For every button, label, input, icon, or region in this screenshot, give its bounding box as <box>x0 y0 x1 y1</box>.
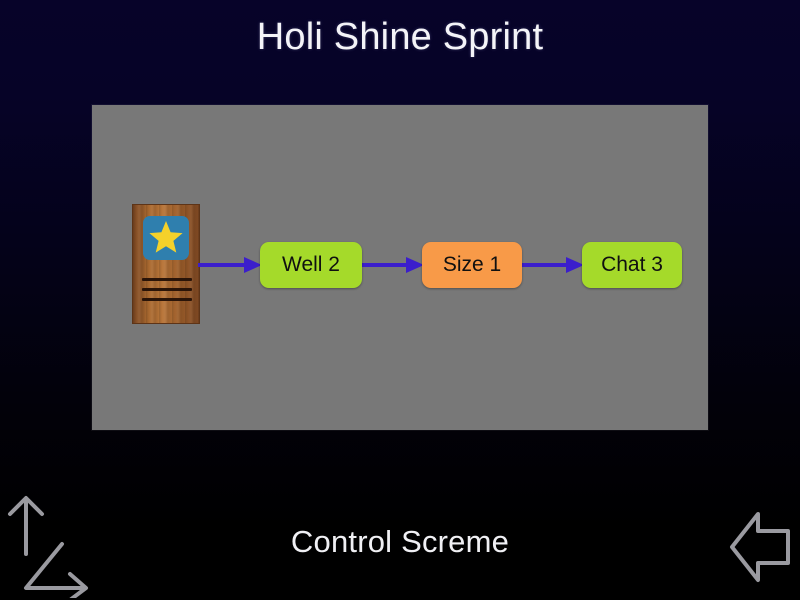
plaque-engraving-line <box>142 288 192 291</box>
plaque-engraving-line <box>142 298 192 301</box>
connector-shaft <box>360 263 406 267</box>
arrow-head-icon <box>244 257 262 273</box>
up-arrow-icon[interactable] <box>2 492 50 558</box>
back-arrow-icon[interactable] <box>728 508 794 586</box>
flow-connector-arrow <box>360 257 424 273</box>
plaque-engraving-line <box>142 278 192 281</box>
arrow-head-icon <box>406 257 424 273</box>
connector-shaft <box>520 263 566 267</box>
flow-node-well-2[interactable]: Well 2 <box>260 242 362 288</box>
footer-caption: Control Screme <box>290 524 510 559</box>
diagram-canvas[interactable]: Well 2 Size 1 Chat 3 <box>92 105 708 430</box>
arrow-head-icon <box>566 257 584 273</box>
star-icon <box>149 221 183 253</box>
diagonal-right-arrow-icon[interactable] <box>18 540 92 598</box>
flow-node-size-1[interactable]: Size 1 <box>422 242 522 288</box>
flow-connector-arrow <box>198 257 262 273</box>
connector-shaft <box>198 263 244 267</box>
flow-node-chat-3[interactable]: Chat 3 <box>582 242 682 288</box>
flow-connector-arrow <box>520 257 584 273</box>
page-title: Holi Shine Sprint <box>256 16 544 58</box>
award-plaque-icon <box>132 204 200 324</box>
plaque-badge-icon <box>143 216 189 260</box>
